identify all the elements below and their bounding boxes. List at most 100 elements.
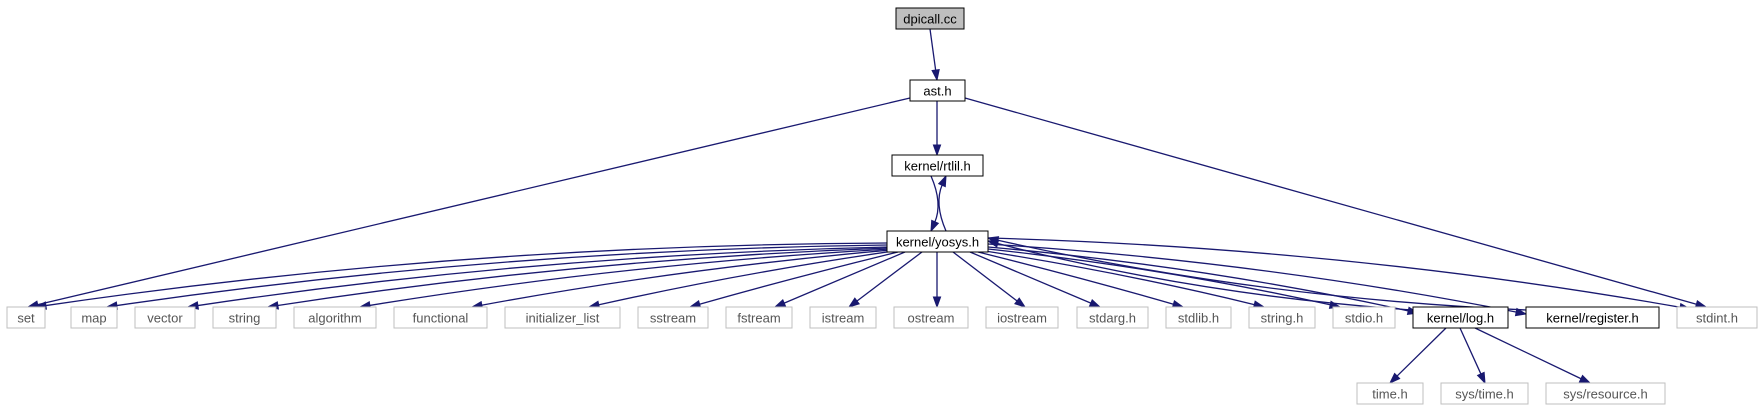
edge-line [855,251,923,303]
node-label: dpicall.cc [903,12,957,27]
node-box [895,7,965,30]
node-box [1356,382,1424,405]
node-box [1248,306,1316,329]
edge-arrowhead [1014,297,1027,308]
node-rtlil[interactable]: kernel/rtlil.h [891,154,984,177]
node-box [1525,306,1660,329]
edge-line [930,175,939,224]
node-stringh: string.h [1248,306,1316,329]
node-fstream: fstream [725,306,793,329]
node-box [637,306,709,329]
edge-log-to-systime [1459,327,1486,385]
edge-arrowhead [931,69,940,82]
node-vector: vector [134,306,196,329]
edge-yosys-to-stdint [987,237,1692,312]
edge-line [952,251,1019,303]
edge-yosys-to-stdio [987,248,1342,309]
edge-arrowhead [1388,372,1401,385]
node-label: iostream [997,311,1047,326]
node-sstream: sstream [637,306,709,329]
edge-line [698,251,899,306]
node-box [504,306,621,329]
node-label: string [229,311,261,326]
edge-line [115,244,888,307]
edge-line [196,246,889,307]
node-box [809,306,877,329]
node-algorithm: algorithm [293,306,377,329]
node-box [886,230,989,253]
node-box [293,306,377,329]
node-label: string.h [1261,311,1304,326]
edge-line [1474,327,1583,380]
edge-line [929,28,937,72]
edge-line [783,251,906,305]
node-functional: functional [393,306,488,329]
node-label: kernel/yosys.h [896,235,979,250]
edge-line [44,242,888,307]
node-label: stdio.h [1345,311,1383,326]
edge-arrowhead [930,219,940,233]
node-stdio: stdio.h [1332,306,1396,329]
edge-yosys-to-rtlil [937,174,947,232]
edge-line [368,248,891,307]
node-istream: istream [809,306,877,329]
node-dpicall[interactable]: dpicall.cc [895,7,965,30]
edge-arrowhead [1088,298,1102,308]
node-label: stdlib.h [1178,311,1219,326]
edge-arrowhead [937,174,947,188]
node-label: kernel/rtlil.h [904,159,970,174]
edge-line [977,251,1175,306]
edge-arrowhead [932,296,942,309]
node-box [985,306,1059,329]
graph-nodes: dpicall.cc ast.h kernel/rtlil.h kernel/yosy… [6,7,1758,405]
edge-line [996,242,1414,311]
node-box [6,306,46,329]
node-label: algorithm [308,311,361,326]
node-register[interactable]: kernel/register.h [1525,306,1660,329]
node-ast[interactable]: ast.h [909,79,966,102]
edge-line [987,246,1410,312]
node-box [893,306,969,329]
node-box [725,306,793,329]
node-box [891,154,984,177]
node-box [212,306,277,329]
edge-line [969,251,1092,305]
node-map: map [70,306,118,329]
node-systime: sys/time.h [1440,382,1529,405]
edge-ast-to-rtlil [932,101,942,157]
edge-yosys-to-iostream [952,251,1027,308]
edge-line [480,249,892,307]
node-stdlib: stdlib.h [1165,306,1232,329]
edge-arrowhead [1514,307,1528,317]
node-label: vector [147,311,183,326]
node-label: ostream [908,311,955,326]
edge-arrowhead [1476,371,1486,385]
node-stdint: stdint.h [1676,306,1758,329]
node-box [1165,306,1232,329]
node-label: fstream [737,311,780,326]
node-box [1412,306,1509,329]
node-label: ast.h [923,84,951,99]
node-label: set [17,311,35,326]
edge-arrowhead [1578,374,1592,384]
edge-rtlil-to-yosys [930,175,940,233]
node-box [1676,306,1758,329]
node-log[interactable]: kernel/log.h [1412,306,1509,329]
node-box [1076,306,1149,329]
node-label: time.h [1372,387,1407,402]
node-label: functional [413,311,469,326]
edge-arrowhead [847,297,860,308]
node-iostream: iostream [985,306,1059,329]
edge-line [938,183,947,232]
node-box [393,306,488,329]
node-sysresource: sys/resource.h [1545,382,1666,405]
node-yosys[interactable]: kernel/yosys.h [886,230,989,253]
node-label: stdint.h [1696,311,1738,326]
edge-line [1395,327,1447,378]
node-box [1440,382,1529,405]
node-time: time.h [1356,382,1424,405]
edge-yosys-to-ostream [932,252,942,309]
edge-line [276,247,889,307]
node-set: set [6,306,46,329]
